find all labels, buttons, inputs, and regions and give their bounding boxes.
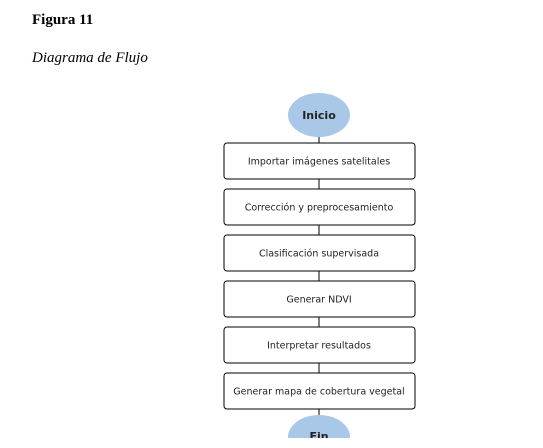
figure-label: Figura 11 bbox=[32, 12, 94, 28]
end-terminal bbox=[288, 415, 350, 438]
process-step-label: Generar mapa de cobertura vegetal bbox=[233, 387, 404, 398]
process-step-label: Generar NDVI bbox=[286, 295, 351, 306]
process-step-label: Interpretar resultados bbox=[267, 341, 371, 352]
end-label: Fin bbox=[309, 430, 328, 443]
process-step-label: Importar imágenes satelitales bbox=[248, 157, 390, 168]
process-step-label: Corrección y preprocesamiento bbox=[245, 203, 394, 214]
process-step-label: Clasificación supervisada bbox=[259, 249, 379, 260]
start-terminal bbox=[288, 93, 350, 137]
start-label: Inicio bbox=[302, 109, 336, 122]
figure-caption: Diagrama de Flujo bbox=[32, 50, 148, 66]
